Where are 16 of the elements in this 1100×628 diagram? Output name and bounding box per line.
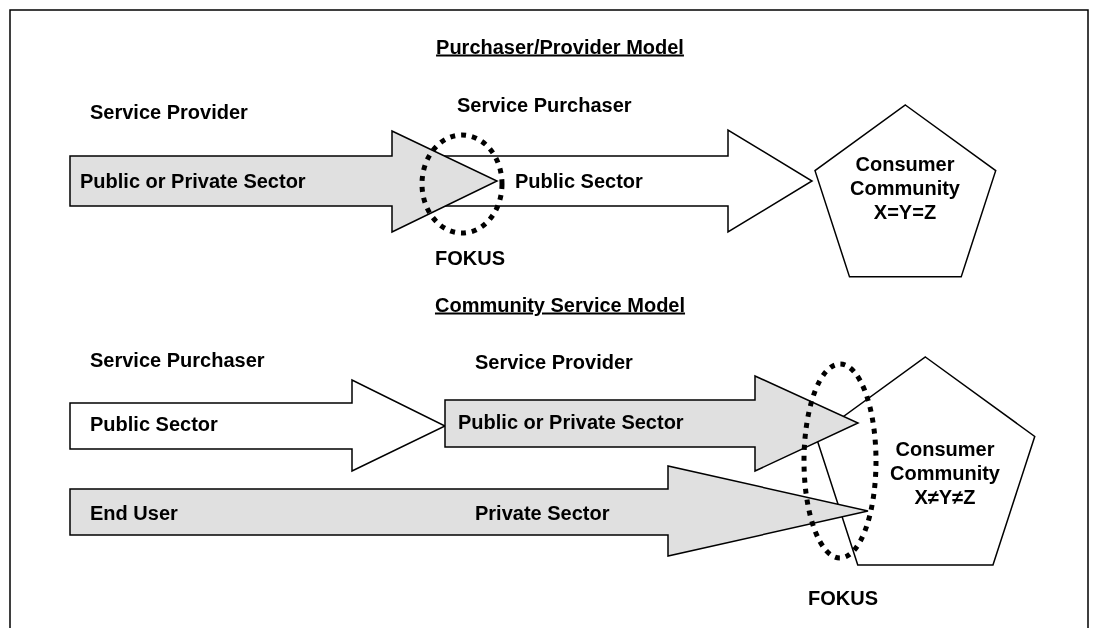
arrow-label: End User [90,501,178,525]
arrow-label: Public or Private Sector [80,169,306,193]
arrow-label: Public Sector [90,412,218,436]
arrow-label: Private Sector [475,501,610,525]
node-label: Consumer Community X≠Y≠Z [889,437,1001,509]
section-heading: Community Service Model [434,293,686,317]
arrow-heading: Service Purchaser [457,93,632,117]
arrow-heading: Service Purchaser [90,348,265,372]
focus-label: FOKUS [808,586,878,610]
arrow-label: Public Sector [515,169,643,193]
arrow-label: Public or Private Sector [458,410,684,434]
section-heading: Purchaser/Provider Model [436,35,684,59]
focus-label: FOKUS [435,246,505,270]
arrow-heading: Service Provider [475,350,633,374]
arrow-heading: Service Provider [90,100,248,124]
node-label: Consumer Community X=Y=Z [849,152,961,224]
